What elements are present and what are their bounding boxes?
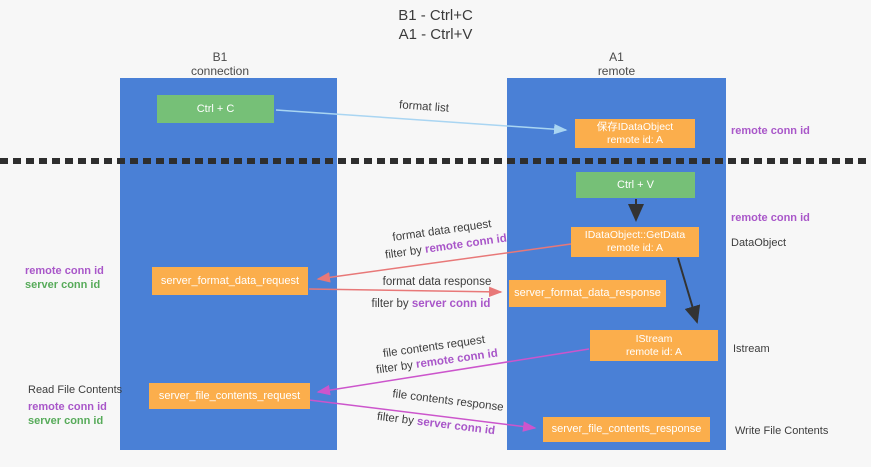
ctrl-v-label: Ctrl + V [617, 178, 654, 191]
server-conn-id-label: server conn id [25, 279, 101, 291]
left-conn-ids-group-2: remote conn id server conn id [28, 400, 107, 428]
getdata-line1: IDataObject::GetData [584, 229, 686, 241]
ctrl-v-box: Ctrl + V [576, 172, 695, 198]
left-column-name: B1 [212, 50, 228, 64]
server-conn-id-text: server conn id [411, 298, 491, 310]
server-format-data-response-label: server_format_data_response [514, 287, 661, 299]
filter-by-text: filter by [371, 298, 412, 310]
remote-conn-id-label: remote conn id [28, 401, 107, 413]
left-column-header: B1 connection [120, 50, 320, 78]
ctrl-c-box: Ctrl + C [157, 95, 274, 123]
file-contents-request-arrow [316, 348, 590, 396]
save-idataobject-box: 保存IDataObject remote id: A [575, 119, 695, 148]
title-line-b1: B1 - Ctrl+C [398, 7, 473, 24]
save-idataobject-line2: remote id: A [606, 133, 664, 146]
server-file-contents-response-box: server_file_contents_response [543, 417, 710, 442]
dashed-separator-line [0, 158, 871, 164]
istream-line2: remote id: A [625, 345, 683, 358]
server-format-data-request-box: server_format_data_request [152, 267, 308, 295]
format-data-request-arrow [316, 243, 572, 283]
server-file-contents-request-label: server_file_contents_request [158, 389, 301, 402]
file-contents-response-arrow [308, 399, 537, 432]
dataobject-label: DataObject [731, 237, 787, 249]
istream-line1: IStream [635, 332, 673, 345]
title-line-a1: A1 - Ctrl+V [398, 26, 473, 43]
remote-conn-id-label-mid: remote conn id [731, 212, 810, 224]
remote-conn-id-label: remote conn id [25, 265, 104, 277]
format-data-response-arrow [308, 286, 503, 298]
format-list-arrow [275, 109, 568, 135]
write-file-contents-label: Write File Contents [735, 425, 829, 437]
istream-box: IStream remote id: A [590, 330, 718, 361]
idataobject-getdata-box: IDataObject::GetData remote id: A [571, 227, 699, 257]
right-column-header: A1 remote [507, 50, 726, 78]
remote-conn-id-label-top: remote conn id [731, 125, 810, 137]
left-column-role: connection [190, 64, 250, 78]
diagram-title: B1 - Ctrl+C A1 - Ctrl+V [0, 6, 871, 44]
right-column-role: remote [597, 64, 636, 78]
getdata-line2: remote id: A [606, 242, 664, 254]
save-idataobject-line1: 保存IDataObject [596, 120, 674, 133]
filter-by-server-conn-id-label-1: filter by server conn id [372, 298, 491, 310]
getdata-to-istream-arrow [677, 257, 701, 324]
server-format-data-response-box: server_format_data_response [509, 280, 666, 307]
server-file-contents-request-box: server_file_contents_request [149, 383, 310, 409]
left-conn-ids-group-1: remote conn id server conn id [25, 264, 104, 292]
right-column-name: A1 [609, 50, 624, 64]
read-file-contents-label: Read File Contents [28, 384, 123, 396]
server-file-contents-response-label: server_file_contents_response [551, 423, 702, 435]
format-data-response-label: format data response [382, 276, 492, 288]
server-format-data-request-label: server_format_data_request [160, 274, 300, 287]
istream-side-label: Istream [733, 343, 770, 355]
server-conn-id-label: server conn id [28, 415, 104, 427]
ctrl-c-label: Ctrl + C [196, 102, 235, 115]
